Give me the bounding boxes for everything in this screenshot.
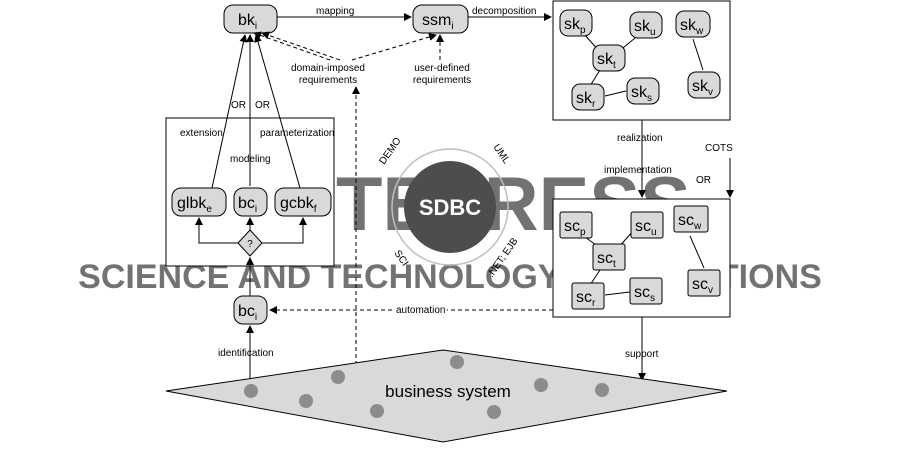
or-cots-label: OR — [696, 175, 711, 186]
domain-req-arrow-2 — [261, 31, 341, 61]
svg-text:skr: skr — [576, 90, 596, 110]
skeleton-r: skr — [571, 83, 605, 111]
sdbc-label: SDBC — [419, 195, 481, 220]
decomposition-label: decomposition — [472, 6, 536, 17]
skeleton-w: skw — [675, 10, 711, 38]
svg-text:bki: bki — [238, 12, 257, 32]
svg-text:glbke: glbke — [177, 195, 212, 215]
realization-label: realization — [617, 133, 663, 144]
component-s: scs — [629, 277, 663, 305]
component-t: sct — [592, 243, 626, 271]
svg-text:skw: skw — [680, 17, 704, 37]
svg-text:skt: skt — [597, 51, 616, 71]
mapping-label: mapping — [316, 6, 354, 17]
skeleton-p: skp — [559, 9, 593, 37]
support-label: support — [625, 349, 659, 360]
extension-arrow — [211, 34, 248, 189]
svg-text:gcbkf: gcbkf — [280, 195, 317, 215]
identification-label: identification — [218, 348, 274, 359]
sdbc-ring — [391, 148, 509, 266]
svg-text:scr: scr — [576, 289, 596, 309]
user-defined-label-2: requirements — [413, 75, 471, 86]
business-dots — [244, 355, 609, 419]
extension-label: extension — [180, 128, 223, 139]
parameterization-arrow — [254, 34, 301, 189]
component-p: scp — [559, 211, 593, 239]
decision-diamond: ? — [237, 229, 263, 257]
user-req-arrow — [351, 33, 437, 61]
bk-node: bki — [223, 4, 278, 34]
decision-to-glbk — [195, 217, 238, 244]
svg-text:scv: scv — [692, 276, 713, 296]
skeleton-s: sks — [626, 77, 660, 105]
user-defined-label: user-defined — [414, 63, 470, 74]
bc-bottom-node: bci — [233, 295, 268, 325]
svg-text:scp: scp — [564, 218, 586, 238]
svg-text:sks: sks — [631, 84, 652, 104]
svg-text:bci: bci — [238, 195, 257, 215]
bc-center-node: bci — [233, 187, 268, 217]
business-system-plane — [165, 349, 728, 443]
svg-text:scu: scu — [635, 218, 657, 238]
svg-text:ssmi: ssmi — [422, 12, 454, 32]
business-system-label: business system — [385, 382, 511, 401]
or-right-label: OR — [255, 100, 270, 111]
component-u: scu — [630, 211, 664, 239]
decision-to-gcbk — [262, 217, 307, 244]
ssm-node: ssmi — [412, 4, 469, 34]
component-w: scw — [673, 205, 709, 233]
sdbc-core — [404, 161, 496, 253]
svg-text:sct: sct — [597, 250, 616, 270]
skeleton-t: skt — [592, 44, 626, 72]
svg-text:sku: sku — [634, 18, 656, 38]
cots-label: COTS — [705, 143, 733, 154]
domain-imposed-label-2: requirements — [299, 75, 357, 86]
svg-text:scw: scw — [678, 212, 702, 232]
gcbk-node: gcbkf — [274, 187, 332, 217]
domain-imposed-label: domain-imposed — [291, 63, 365, 74]
svg-text:skp: skp — [564, 16, 586, 36]
skeleton-u: sku — [629, 11, 663, 39]
domain-req-arrow-1 — [253, 31, 331, 61]
parameterization-label: parameterization — [260, 128, 334, 139]
automation-label: automation — [396, 305, 445, 316]
svg-text:?: ? — [247, 239, 253, 250]
svg-text:scs: scs — [634, 284, 655, 304]
svg-text:bci: bci — [238, 303, 257, 323]
or-left-label: OR — [231, 100, 246, 111]
skeleton-v: skv — [687, 71, 721, 99]
glbk-node: glbke — [171, 187, 227, 217]
component-r: scr — [571, 282, 605, 310]
component-v: scv — [687, 269, 721, 297]
implementation-label: implementation — [604, 165, 672, 176]
svg-text:skv: skv — [692, 78, 713, 98]
